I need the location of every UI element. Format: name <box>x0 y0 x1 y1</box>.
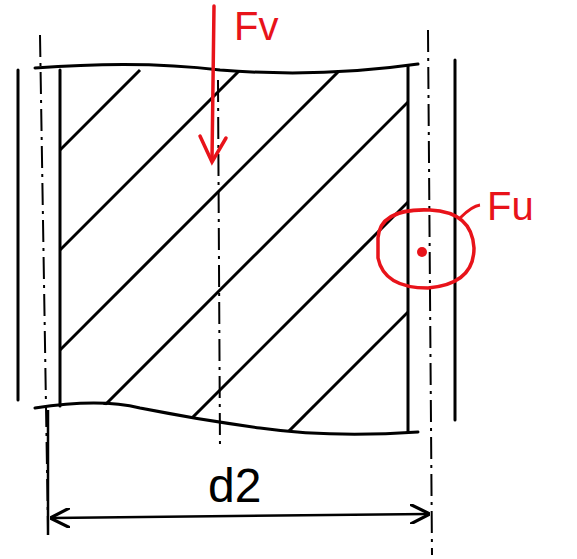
force-label: Fv <box>234 6 278 46</box>
pin-outline <box>18 60 455 434</box>
out-of-plane-force-symbol <box>378 205 480 288</box>
hatching <box>60 70 577 440</box>
dimension-line <box>48 410 428 535</box>
center-lines <box>40 30 432 555</box>
force-arrow <box>200 6 226 162</box>
dimension-label: d2 <box>208 462 261 510</box>
force-label: Fu <box>487 186 534 226</box>
